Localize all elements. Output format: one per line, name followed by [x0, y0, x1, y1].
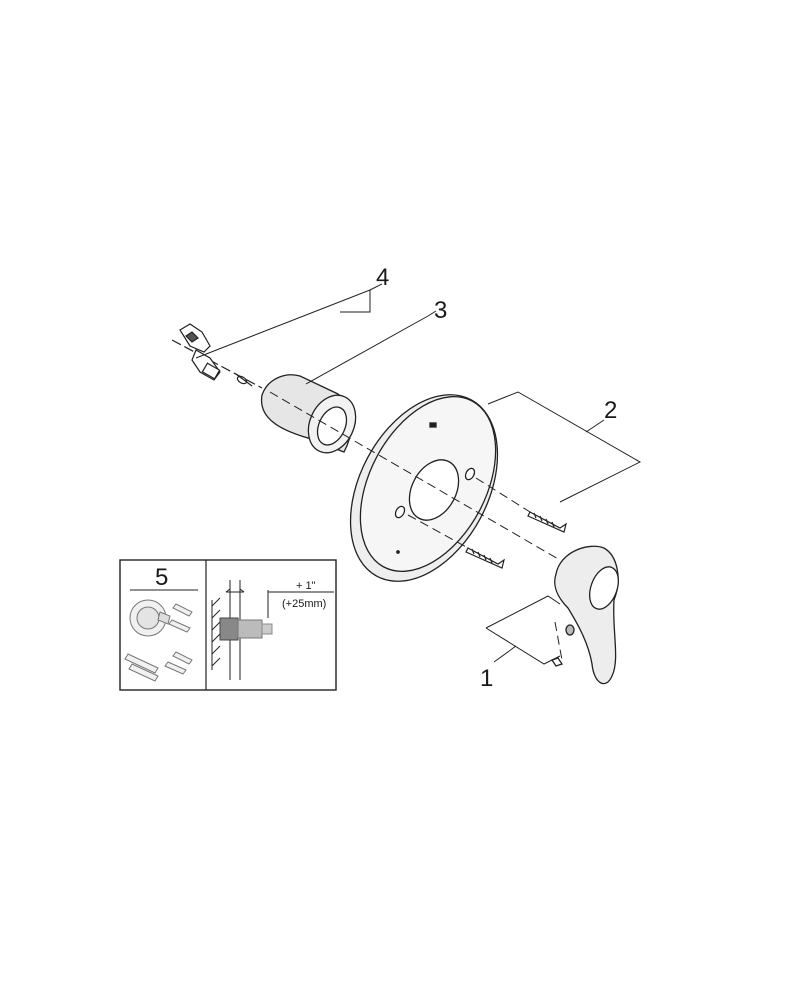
assembly-axis-lines	[269, 391, 563, 661]
callout-4: 4	[376, 264, 389, 291]
extension-inch-label: + 1"	[296, 580, 316, 592]
part-1-lever-handle	[550, 545, 619, 685]
callout-2: 2	[604, 397, 617, 424]
callout-3: 3	[434, 297, 447, 324]
mounting-screws	[465, 511, 567, 569]
inset-spare-parts	[124, 599, 193, 682]
callout-5: 5	[155, 564, 168, 591]
part-3-sleeve	[260, 374, 357, 454]
extension-mm-label: (+25mm)	[282, 598, 326, 610]
callout-1: 1	[480, 665, 493, 692]
part-4-valve-cartridge	[171, 323, 263, 389]
inset-extension-section	[211, 580, 334, 680]
callout-leaders	[195, 283, 642, 665]
